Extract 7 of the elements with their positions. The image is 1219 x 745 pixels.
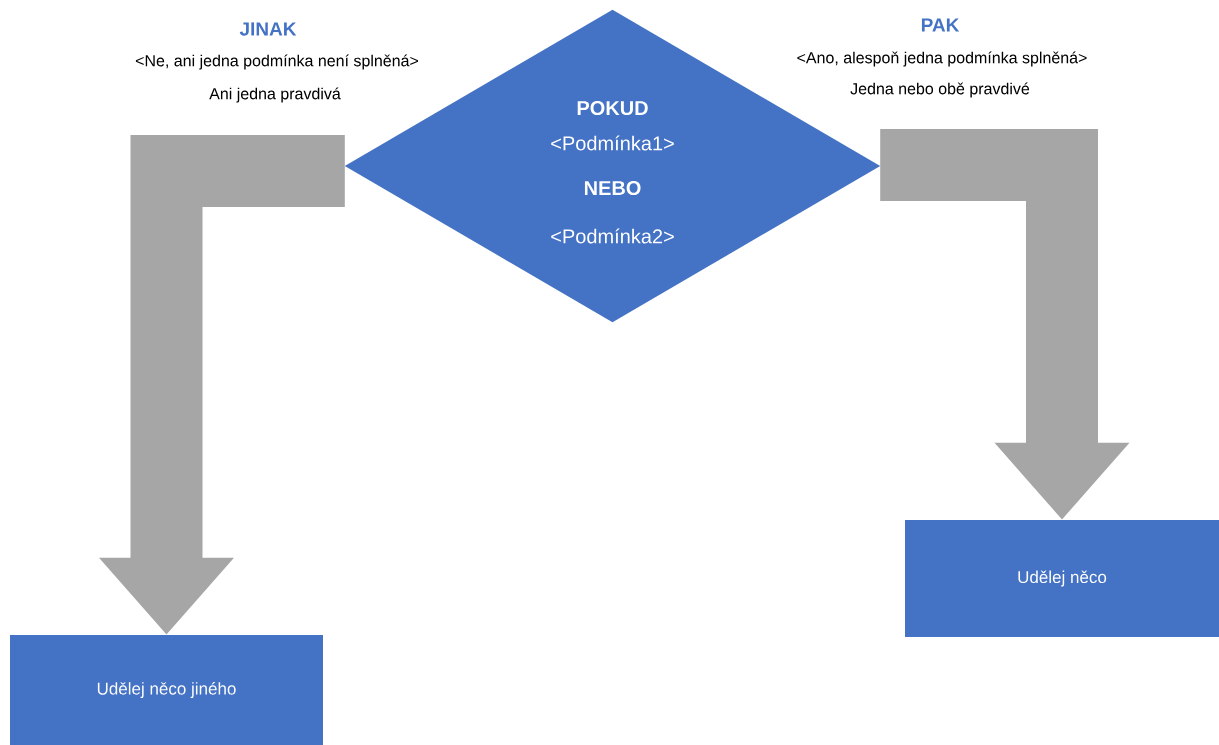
process-box: Udělej něco jiného: [10, 635, 323, 745]
branch-note: <Ano, alespoň jedna podmínka splněná>: [797, 51, 1087, 67]
branch-heading: JINAK: [239, 22, 297, 36]
branch-heading: PAK: [921, 18, 960, 32]
branch-note: <Ne, ani jedna podmínka není splněná>: [135, 54, 419, 70]
branch-note: Jedna nebo obě pravdivé: [850, 82, 1030, 98]
process-box: Udělej něco: [905, 520, 1219, 637]
